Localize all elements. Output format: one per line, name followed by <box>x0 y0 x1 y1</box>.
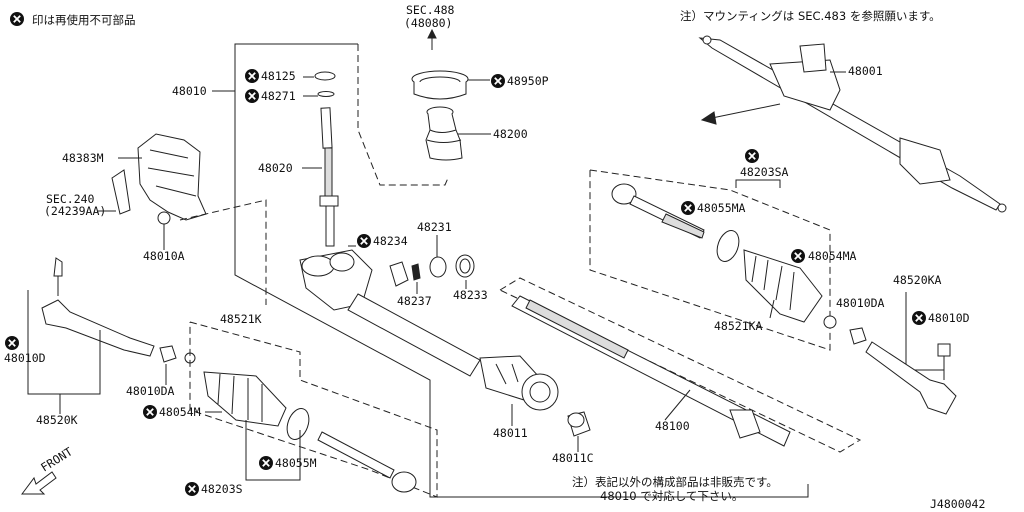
sec240-sub[interactable]: (24239AA) <box>44 204 106 218</box>
x-circle-icon <box>244 88 260 104</box>
sec240-ref[interactable]: SEC.240 <box>46 192 95 206</box>
label-48231[interactable]: 48231 <box>417 220 452 234</box>
label-48020[interactable]: 48020 <box>258 161 293 175</box>
x-circle-icon <box>184 481 200 497</box>
steering-rack <box>499 277 862 453</box>
leader <box>735 179 781 188</box>
label-48001[interactable]: 48001 <box>848 64 883 78</box>
label-48054M[interactable]: 48054M <box>159 405 201 419</box>
dash-guide <box>189 321 438 498</box>
label-48010[interactable]: 48010 <box>172 84 207 98</box>
label-48234[interactable]: 48234 <box>373 234 408 248</box>
x-circle-icon <box>4 335 20 351</box>
label-48521KA[interactable]: 48521KA <box>714 319 763 333</box>
label-48011[interactable]: 48011 <box>493 426 528 440</box>
inner-tie-rod-right <box>611 183 705 239</box>
leader <box>769 299 775 319</box>
x-circle-icon <box>142 404 158 420</box>
yoke-parts <box>389 254 475 287</box>
label-48233[interactable]: 48233 <box>453 288 488 302</box>
label-48010D-left[interactable]: 48010D <box>4 351 46 365</box>
label-48520K[interactable]: 48520K <box>36 413 78 427</box>
x-circle-icon <box>744 148 760 164</box>
label-48271[interactable]: 48271 <box>261 89 296 103</box>
cap-48125 <box>314 71 336 81</box>
footer-note-2: 48010 で対応して下さい。 <box>600 489 743 503</box>
label-48203S[interactable]: 48203S <box>201 482 243 496</box>
label-48010DA-left[interactable]: 48010DA <box>126 384 175 398</box>
rack-housing <box>299 249 559 411</box>
label-48521K[interactable]: 48521K <box>220 312 262 326</box>
sec488-sub[interactable]: (48080) <box>404 16 452 30</box>
x-circle-icon <box>911 310 927 326</box>
label-48010A[interactable]: 48010A <box>143 249 185 263</box>
dash-guide <box>179 199 267 305</box>
x-circle-icon <box>490 73 506 89</box>
label-48010D-right[interactable]: 48010D <box>928 311 970 325</box>
clamp-48055MA <box>716 230 740 262</box>
mounting-note: 注）マウンティングは SEC.483 を参照願います。 <box>680 9 941 23</box>
heat-shield <box>111 133 207 221</box>
x-circle-icon <box>9 11 25 27</box>
front-label: FRONT <box>38 444 75 474</box>
x-circle-icon <box>790 248 806 264</box>
steering-assembly <box>698 35 1007 213</box>
footer-note-1: 注）表記以外の構成部品は非販売です。 <box>572 475 778 489</box>
label-48054MA[interactable]: 48054MA <box>808 249 857 263</box>
label-48383M[interactable]: 48383M <box>62 151 104 165</box>
x-circle-icon <box>356 233 372 249</box>
label-48055MA[interactable]: 48055MA <box>697 201 746 215</box>
label-48200[interactable]: 48200 <box>493 127 528 141</box>
boot-right <box>743 249 823 323</box>
legend-text: 印は再使用不可部品 <box>32 13 136 27</box>
label-48100[interactable]: 48100 <box>655 419 690 433</box>
boot-left <box>203 371 287 427</box>
inner-tie-rod-left <box>317 431 417 493</box>
sec488-ref[interactable]: SEC.488 <box>406 3 455 17</box>
clip-right <box>823 315 837 329</box>
bushing-48011C <box>567 411 591 437</box>
front-arrow-icon <box>21 471 57 495</box>
clamp-48055M <box>286 408 310 440</box>
x-circle-icon <box>680 200 696 216</box>
nut-right <box>849 327 867 345</box>
direction-arrow-icon <box>700 103 781 125</box>
label-48010DA-right[interactable]: 48010DA <box>836 296 885 310</box>
x-circle-icon <box>258 455 274 471</box>
pinion-shaft <box>319 107 339 247</box>
leader <box>245 420 301 481</box>
label-48203SA[interactable]: 48203SA <box>740 165 789 179</box>
bolt-48010A <box>157 211 171 238</box>
label-48237[interactable]: 48237 <box>397 294 432 308</box>
up-arrow-icon <box>427 28 437 50</box>
label-48011C[interactable]: 48011C <box>552 451 594 465</box>
tie-rod-end-right <box>865 341 957 415</box>
x-circle-icon <box>244 68 260 84</box>
dash-guide <box>589 169 831 351</box>
label-48520KA[interactable]: 48520KA <box>893 273 942 287</box>
bracket-48010 <box>234 43 809 498</box>
label-48055M[interactable]: 48055M <box>275 456 317 470</box>
legend: 印は再使用不可部品 <box>9 11 136 27</box>
mount-insulator <box>411 70 469 100</box>
tie-rod-end-left <box>41 257 155 357</box>
ring-48271 <box>317 91 335 97</box>
label-48125[interactable]: 48125 <box>261 69 296 83</box>
label-48950P[interactable]: 48950P <box>507 74 549 88</box>
steering-boot-upper <box>425 106 463 161</box>
leader <box>27 290 101 395</box>
leader <box>664 389 691 421</box>
diagram-id: J4800042 <box>930 497 985 511</box>
leader <box>905 292 944 371</box>
